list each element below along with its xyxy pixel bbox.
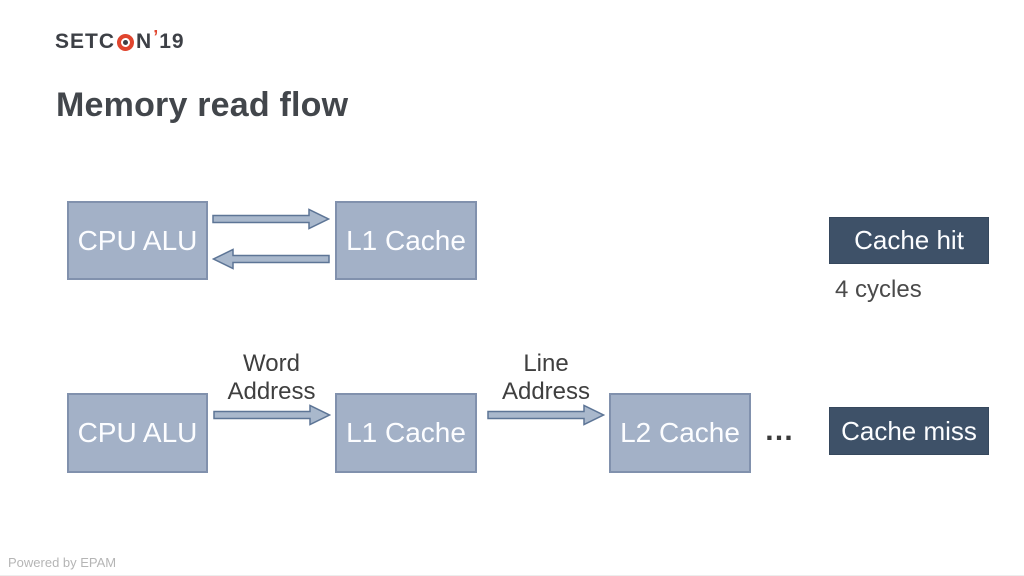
- logo-target-dot-icon: [123, 39, 129, 45]
- word-address-label: Word Address: [213, 350, 330, 406]
- logo-text-year: 19: [159, 30, 185, 53]
- cache-miss-box: Cache miss: [829, 407, 989, 455]
- logo-apostrophe: ’: [153, 26, 160, 47]
- slide-title: Memory read flow: [56, 86, 349, 124]
- line-address-line2: Address: [501, 378, 591, 405]
- setcon-logo: SETC N ’ 19: [55, 26, 185, 54]
- block-arrow-right-icon: [212, 208, 330, 230]
- word-address-line2: Address: [227, 378, 316, 405]
- logo-target-circle-icon: [117, 33, 135, 51]
- cpu-alu-box-row1: CPU ALU: [67, 201, 208, 280]
- cache-hit-box: Cache hit: [829, 217, 989, 264]
- cpu-alu-box-row2: CPU ALU: [67, 393, 208, 473]
- ellipsis-label: …: [764, 414, 798, 447]
- block-arrow-right-icon: [213, 404, 331, 426]
- l2-cache-box: L2 Cache: [609, 393, 751, 473]
- powered-by-epam-label: Powered by EPAM: [8, 555, 117, 570]
- logo-text-n: N: [136, 30, 153, 53]
- line-address-line1: Line: [523, 350, 569, 377]
- logo-text-prefix: SETC: [55, 30, 116, 53]
- block-arrow-right-icon: [487, 404, 605, 426]
- cycles-label: 4 cycles: [835, 276, 922, 303]
- block-arrow-left-icon: [212, 248, 330, 270]
- line-address-label: Line Address: [487, 350, 605, 406]
- l1-cache-box-row1: L1 Cache: [335, 201, 477, 280]
- word-address-line1: Word: [243, 350, 300, 377]
- l1-cache-box-row2: L1 Cache: [335, 393, 477, 473]
